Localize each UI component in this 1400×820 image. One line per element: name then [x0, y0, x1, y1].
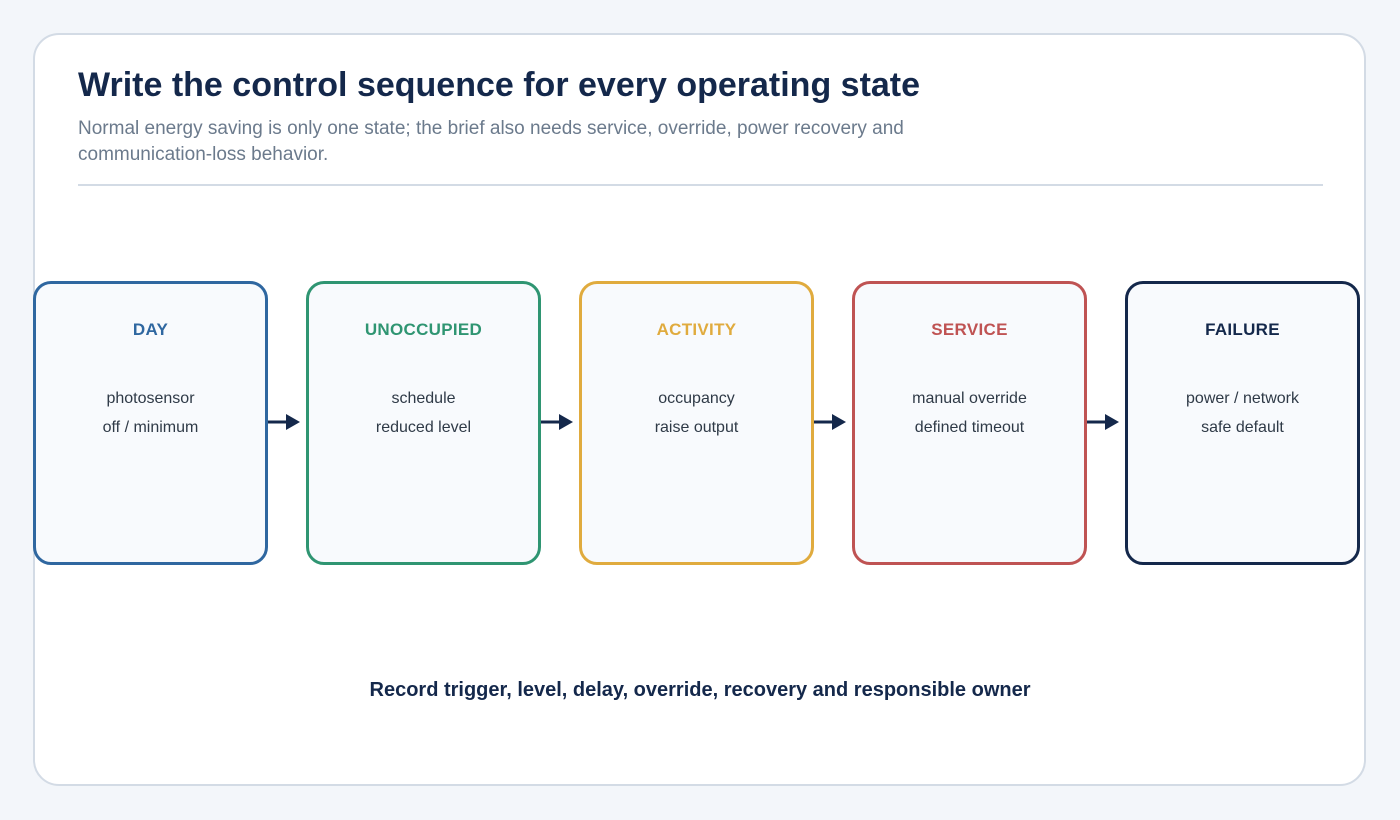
state-trigger-service: manual override: [912, 390, 1027, 407]
state-action-failure: safe default: [1201, 419, 1284, 436]
state-trigger-day: photosensor: [106, 390, 195, 407]
flow-arrow-3: [814, 414, 846, 430]
state-box-unoccupied: UNOCCUPIED schedule reduced level: [306, 281, 541, 565]
state-box-day: DAY photosensor off / minimum: [33, 281, 268, 565]
state-name-failure: FAILURE: [1205, 320, 1280, 339]
page-title: Write the control sequence for every ope…: [78, 66, 921, 104]
state-trigger-unoccupied: schedule: [391, 390, 456, 407]
state-name-service: SERVICE: [931, 320, 1008, 339]
state-name-activity: ACTIVITY: [656, 320, 737, 339]
state-box-service: SERVICE manual override defined timeout: [852, 281, 1087, 565]
flow-arrow-2: [541, 414, 573, 430]
footer-note: Record trigger, level, delay, override, …: [369, 679, 1031, 701]
flow-arrow-1: [268, 414, 300, 430]
state-action-activity: raise output: [654, 419, 739, 436]
page-subtitle: Normal energy saving is only one state; …: [78, 118, 904, 165]
header-divider: [78, 184, 1323, 186]
state-box-activity: ACTIVITY occupancy raise output: [579, 281, 814, 565]
state-action-unoccupied: reduced level: [375, 419, 472, 436]
state-name-day: DAY: [132, 320, 169, 339]
state-box-failure: FAILURE power / network safe default: [1125, 281, 1360, 565]
state-name-unoccupied: UNOCCUPIED: [364, 320, 483, 339]
state-action-service: defined timeout: [914, 419, 1025, 436]
flow-arrow-4: [1087, 414, 1119, 430]
state-trigger-failure: power / network: [1186, 390, 1299, 407]
state-trigger-activity: occupancy: [658, 390, 735, 407]
state-action-day: off / minimum: [102, 419, 199, 436]
